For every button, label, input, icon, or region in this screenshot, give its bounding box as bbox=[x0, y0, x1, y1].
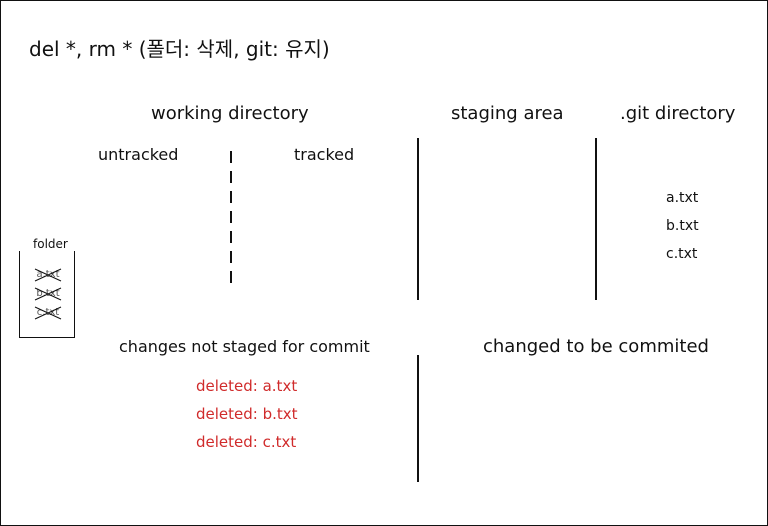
deleted-file-a: deleted: a.txt bbox=[196, 377, 298, 395]
lower-section-divider bbox=[417, 355, 419, 482]
folder-label: folder bbox=[33, 237, 68, 251]
strike-x-icon bbox=[34, 268, 62, 282]
git-file-c: c.txt bbox=[666, 246, 698, 262]
diagram-title: del *, rm * (폴더: 삭제, git: 유지) bbox=[29, 37, 330, 61]
working-staging-divider bbox=[417, 138, 419, 300]
git-file-a: a.txt bbox=[666, 190, 699, 206]
tracked-label: tracked bbox=[294, 145, 355, 164]
to-be-committed-section-label: changed to be commited bbox=[483, 336, 709, 357]
working-directory-header: working directory bbox=[151, 103, 309, 124]
folder-box: a.txt b.txt c.txt bbox=[19, 251, 75, 338]
untracked-label: untracked bbox=[98, 145, 179, 164]
folder-file-b: b.txt bbox=[34, 286, 62, 302]
folder-file-a: a.txt bbox=[34, 267, 62, 283]
folder-file-c: c.txt bbox=[34, 305, 62, 321]
git-file-b: b.txt bbox=[666, 218, 699, 234]
staging-area-header: staging area bbox=[451, 103, 564, 124]
deleted-file-b: deleted: b.txt bbox=[196, 405, 298, 423]
strike-x-icon bbox=[34, 306, 62, 320]
git-directory-header: .git directory bbox=[620, 103, 736, 124]
untracked-tracked-divider bbox=[230, 151, 232, 285]
not-staged-section-label: changes not staged for commit bbox=[119, 337, 370, 356]
deleted-file-c: deleted: c.txt bbox=[196, 433, 297, 451]
staging-git-divider bbox=[595, 138, 597, 300]
strike-x-icon bbox=[34, 287, 62, 301]
